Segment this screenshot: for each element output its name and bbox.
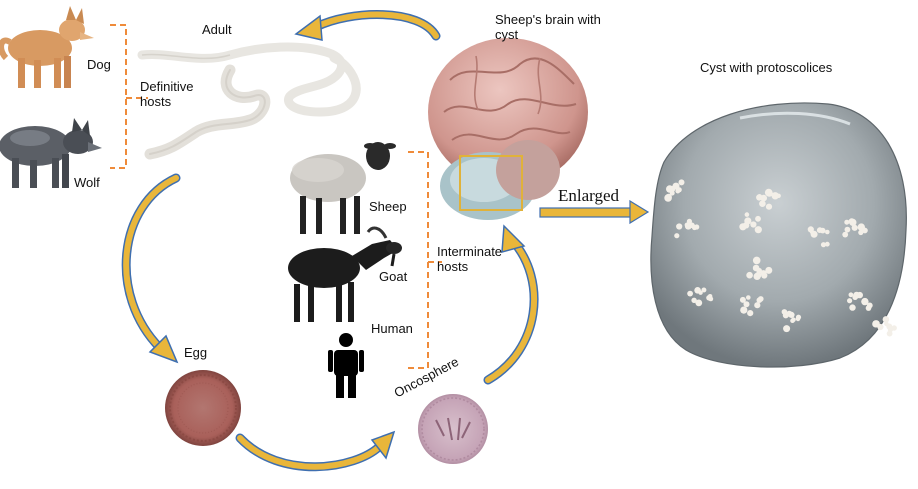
protoscolex — [666, 185, 674, 193]
definitive-hosts-bracket — [110, 24, 148, 169]
protoscolex — [795, 314, 802, 320]
protoscolex — [882, 316, 890, 323]
protoscolex — [851, 224, 858, 231]
protoscolex — [771, 192, 779, 200]
protoscolex — [782, 312, 789, 319]
wolf-label: Wolf — [74, 175, 100, 190]
human-icon — [328, 333, 364, 398]
protoscolex — [760, 270, 767, 277]
cycle-arrow-adult-to-egg — [121, 173, 181, 364]
protoscolex — [848, 292, 854, 298]
goat-image — [288, 226, 402, 322]
sheep-label: Sheep — [369, 199, 407, 214]
protoscolex — [861, 297, 869, 306]
protoscolex — [746, 295, 751, 300]
protoscolex — [824, 241, 830, 247]
cycle-arrow-oncosphere-to-brain — [483, 224, 539, 385]
protoscolices-clusters — [664, 179, 897, 337]
protoscolex — [755, 215, 761, 222]
protoscolex — [856, 291, 863, 299]
protoscolex — [691, 224, 698, 231]
protoscolex — [676, 223, 683, 230]
sheep-brain-image — [428, 38, 588, 220]
protoscolex — [765, 266, 773, 274]
protoscolex — [744, 212, 750, 217]
protoscolex — [694, 287, 701, 294]
definitive-hosts-label: Definitive hosts — [140, 79, 194, 109]
protoscolex — [884, 321, 889, 327]
protoscolex — [674, 233, 680, 239]
protoscolex — [754, 226, 762, 234]
protoscolex — [872, 320, 880, 328]
protoscolex — [750, 221, 757, 228]
protoscolex — [759, 200, 766, 207]
wolf-image — [0, 118, 102, 188]
protoscolex — [746, 271, 753, 279]
enlarged-label: Enlarged — [558, 186, 620, 205]
protoscolex — [848, 218, 855, 225]
enlarged-arrow — [539, 199, 650, 225]
intermediate-hosts-bracket — [408, 151, 442, 369]
protoscolex — [695, 299, 703, 307]
adult-worm-image — [137, 42, 361, 160]
protoscolex — [686, 218, 693, 224]
goat-label: Goat — [379, 269, 408, 284]
protoscolex — [852, 294, 858, 300]
protoscolex — [809, 229, 815, 235]
protoscolex — [765, 203, 773, 210]
cycle-arrow-egg-to-oncosphere — [235, 430, 396, 472]
cycle-arrow-brain-to-adult — [294, 10, 441, 41]
protoscolex — [753, 272, 761, 280]
egg-image — [165, 370, 241, 446]
protoscolex — [740, 306, 748, 314]
intermediate-hosts-label: Interminate hosts — [437, 244, 503, 274]
protoscolex — [676, 187, 682, 193]
protoscolex — [891, 325, 897, 331]
protoscolex — [701, 287, 707, 293]
protoscolex — [825, 229, 830, 235]
protoscolex — [819, 227, 826, 234]
protoscolex — [744, 218, 750, 224]
human-label: Human — [371, 321, 413, 336]
cyst-title-label: Cyst with protoscolices — [700, 60, 833, 75]
cyst-with-protoscolices-image — [650, 102, 907, 368]
protoscolex — [862, 227, 868, 234]
dog-label: Dog — [87, 57, 111, 72]
dog-image — [0, 6, 94, 88]
egg-label: Egg — [184, 345, 208, 360]
protoscolex — [842, 231, 849, 238]
sheep-brain-label: Sheep's brain with cyst — [495, 12, 601, 42]
protoscolex — [739, 296, 746, 303]
protoscolex — [788, 311, 795, 318]
protoscolex — [886, 330, 893, 337]
protoscolex — [847, 298, 853, 304]
adult-label: Adult — [202, 22, 232, 37]
protoscolex — [844, 226, 851, 233]
protoscolex — [752, 256, 761, 265]
protoscolex — [756, 267, 762, 274]
protoscolex — [754, 302, 761, 309]
protoscolex — [849, 304, 856, 311]
protoscolex — [687, 290, 693, 297]
protoscolex — [664, 194, 672, 202]
protoscolex — [684, 222, 692, 230]
sheep-image — [290, 142, 396, 234]
protoscolex — [820, 242, 827, 248]
protoscolex — [747, 310, 754, 317]
protoscolex — [866, 302, 873, 309]
protoscolex — [706, 295, 712, 301]
protoscolex — [678, 179, 685, 186]
protoscolex — [758, 296, 764, 302]
protoscolex — [776, 193, 781, 198]
protoscolex — [756, 194, 763, 201]
protoscolex — [844, 219, 850, 225]
protoscolex — [783, 325, 791, 333]
protoscolex — [791, 317, 796, 323]
protoscolex — [739, 223, 747, 231]
protoscolex — [765, 189, 773, 197]
protoscolex — [743, 301, 749, 307]
oncosphere-image — [418, 394, 488, 464]
protoscolex — [691, 297, 697, 303]
